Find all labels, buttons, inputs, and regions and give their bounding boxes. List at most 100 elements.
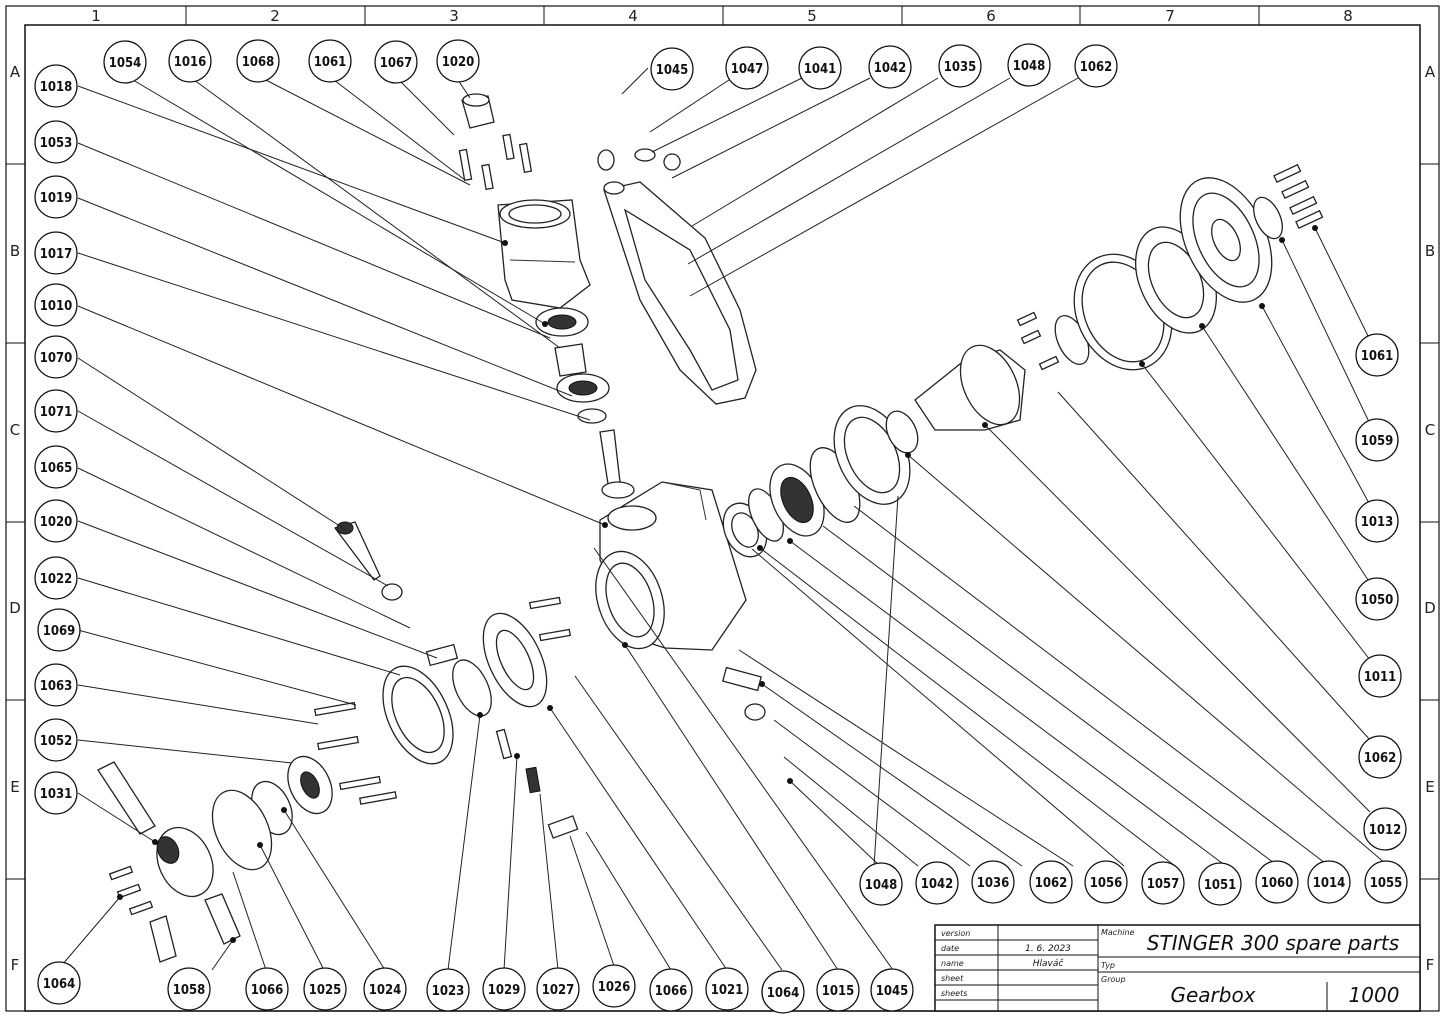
callout-bubble: 1014 [1307, 860, 1351, 904]
callout-bubble: 1066 [649, 968, 693, 1012]
callout-part-number: 1058 [173, 983, 206, 998]
column-label: 2 [270, 7, 280, 25]
callout-bubble: 1024 [363, 967, 407, 1011]
callout-part-number: 1047 [731, 62, 764, 77]
callout-circle [245, 967, 289, 1011]
callout-part-number: 1021 [711, 983, 744, 998]
top-cap [461, 93, 495, 129]
callout-bubble: 1015 [816, 968, 860, 1012]
title-block-typ-label: Typ [1101, 961, 1115, 970]
title-block-date-value: 1. 6. 2023 [1025, 944, 1071, 954]
callout-circle [103, 40, 147, 84]
title-block-date-label: date [941, 944, 959, 953]
callout-bubble: 1057 [1141, 861, 1185, 905]
callout-bubble: 1054 [103, 40, 147, 84]
callout-bubble: 1031 [34, 771, 78, 815]
vertical-bearing-stack [535, 307, 635, 499]
row-label: B [1425, 242, 1435, 260]
row-label: D [9, 599, 21, 617]
callout-part-number: 1069 [43, 624, 76, 639]
column-label: 5 [807, 7, 817, 25]
callout-circle [34, 556, 78, 600]
callout-circle [34, 283, 78, 327]
column-label: 7 [1165, 7, 1175, 25]
callout-circle [1364, 860, 1408, 904]
callout-part-number: 1048 [865, 878, 898, 893]
callout-bubble: 1017 [34, 231, 78, 275]
callout-bubble: 1063 [34, 663, 78, 707]
callout-bubble: 1071 [34, 389, 78, 433]
callout-circle [34, 231, 78, 275]
callout-circle [1355, 577, 1399, 621]
callout-bubble: 1055 [1364, 860, 1408, 904]
callout-bubble: 1062 [1358, 735, 1402, 779]
callout-circle [436, 39, 480, 83]
title-block-name-value: Hlaváč [1033, 958, 1065, 969]
callout-circle [868, 45, 912, 89]
callout-circle [34, 771, 78, 815]
callout-part-number: 1063 [40, 679, 73, 694]
callout-part-number: 1054 [109, 56, 142, 71]
callout-circle [915, 861, 959, 905]
callout-part-number: 1026 [598, 980, 631, 995]
callout-circle [1355, 418, 1399, 462]
callout-bubble: 1061 [308, 39, 352, 83]
callout-circle [34, 499, 78, 543]
callout-bubble: 1011 [1358, 654, 1402, 698]
callout-bubble: 1021 [705, 967, 749, 1011]
column-label: 4 [628, 7, 638, 25]
callout-circle [1307, 860, 1351, 904]
callout-part-number: 1015 [822, 984, 855, 999]
callout-part-number: 1048 [1013, 59, 1046, 74]
callout-part-number: 1053 [40, 136, 73, 151]
callout-part-number: 1051 [1204, 878, 1237, 893]
callout-circle [167, 967, 211, 1011]
callout-bubble: 1045 [870, 968, 914, 1012]
small-center-parts [333, 521, 766, 839]
callout-bubble: 1045 [650, 47, 694, 91]
callout-bubble: 1052 [34, 718, 78, 762]
callout-part-number: 1066 [251, 983, 284, 998]
callout-bubble: 1016 [168, 39, 212, 83]
row-label: A [10, 63, 21, 81]
callout-circle [426, 968, 470, 1012]
callout-part-number: 1013 [1361, 515, 1394, 530]
top-screws [458, 133, 533, 191]
callout-bubble: 1062 [1029, 860, 1073, 904]
callout-part-number: 1025 [309, 983, 342, 998]
callout-part-number: 1064 [767, 986, 800, 1001]
callout-part-number: 1059 [1361, 434, 1394, 449]
callout-circle [37, 961, 81, 1005]
callout-circle [34, 389, 78, 433]
callout-part-number: 1020 [442, 55, 475, 70]
callout-bubble: 1053 [34, 120, 78, 164]
callout-bubble: 1022 [34, 556, 78, 600]
title-block-machine-value: STINGER 300 spare parts [1147, 931, 1399, 955]
leader-lines [61, 67, 1387, 971]
callout-bubble: 1042 [868, 45, 912, 89]
callout-bubble: 1025 [303, 967, 347, 1011]
callout-bubble: 1059 [1355, 418, 1399, 462]
parts [97, 93, 1324, 963]
title-block-sheets-label: sheets [941, 989, 967, 998]
callout-part-number: 1019 [40, 191, 73, 206]
callout-circle [34, 663, 78, 707]
callout-bubble: 1013 [1355, 499, 1399, 543]
callout-bubble: 1061 [1355, 333, 1399, 377]
column-label: 6 [986, 7, 996, 25]
callout-bubble: 1051 [1198, 862, 1242, 906]
title-block-group-value: Gearbox [1170, 983, 1255, 1007]
callout-circle [938, 44, 982, 88]
callout-part-number: 1052 [40, 734, 73, 749]
callout-part-number: 1068 [242, 55, 275, 70]
callout-part-number: 1050 [1361, 593, 1394, 608]
row-label: D [1424, 599, 1436, 617]
callout-circle [536, 967, 580, 1011]
callout-part-number: 1045 [656, 63, 689, 78]
callout-part-number: 1012 [1369, 823, 1402, 838]
callout-circle [482, 967, 526, 1011]
row-label: F [11, 956, 20, 974]
callout-circle [34, 120, 78, 164]
callout-part-number: 1045 [876, 984, 909, 999]
